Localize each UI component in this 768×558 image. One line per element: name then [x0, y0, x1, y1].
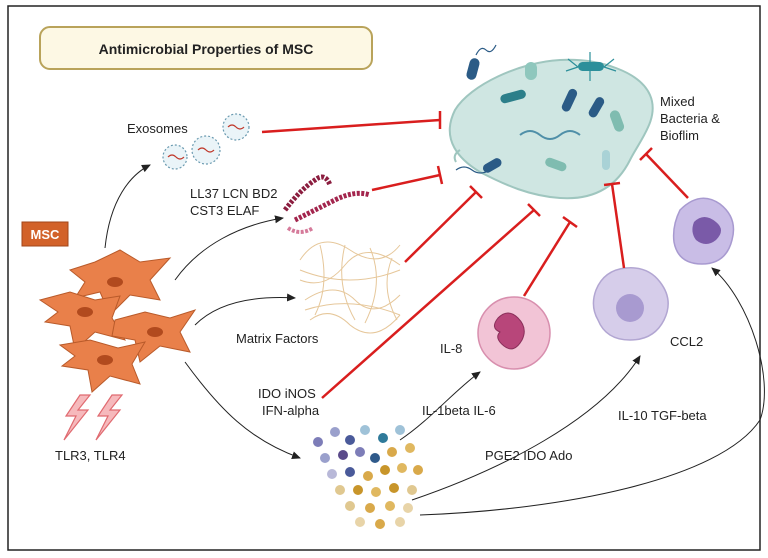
peptides-icon	[283, 174, 371, 234]
inhibit-ido	[321, 209, 535, 399]
arrow-to-exosomes	[104, 164, 151, 249]
ccl2-label: CCL2	[670, 334, 703, 349]
macrophage-cell	[672, 197, 735, 265]
matrix-label: Matrix Factors	[236, 331, 319, 346]
il1-label: IL-1beta IL-6	[422, 403, 496, 418]
peptides-label-line1: LL37 LCN BD2	[190, 186, 277, 201]
inhibit-macrophage	[645, 153, 689, 199]
msc-badge-text: MSC	[31, 227, 61, 242]
title-text: Antimicrobial Properties of MSC	[99, 41, 314, 57]
il10-label: IL-10 TGF-beta	[618, 408, 707, 423]
inhibit-peptides	[371, 173, 441, 192]
arrow-to-monocyte	[411, 355, 641, 501]
matrix-fiber-icon	[299, 241, 401, 334]
inhibit-neutrophil	[522, 221, 572, 297]
arrow-to-dots	[184, 361, 301, 460]
ido-label-line2: IFN-alpha	[262, 403, 320, 418]
bacteria-label-line1: Mixed	[660, 94, 695, 109]
arrow-to-neutrophil	[399, 371, 481, 441]
pge2-label: PGE2 IDO Ado	[485, 448, 572, 463]
inhibit-monocyte	[610, 183, 626, 269]
inhibition-lines	[261, 111, 689, 399]
tlr-label: TLR3, TLR4	[55, 448, 126, 463]
inhibit-matrix	[404, 191, 477, 263]
monocyte-cell	[592, 267, 669, 341]
biofilm-cluster	[448, 44, 654, 200]
arrow-to-matrix	[194, 293, 296, 326]
exosomes-label: Exosomes	[127, 121, 188, 136]
neutrophil-cell	[477, 296, 551, 370]
ido-label-line1: IDO iNOS	[258, 386, 316, 401]
tlr-lightning-icon	[63, 394, 124, 441]
activation-arrows	[104, 164, 765, 516]
bacteria-label-line3: Bioflim	[660, 128, 699, 143]
title-box: Antimicrobial Properties of MSC	[39, 26, 373, 70]
il8-label: IL-8	[440, 341, 462, 356]
inhibit-exosomes	[261, 118, 441, 134]
msc-badge: MSC	[21, 221, 69, 247]
arrow-to-peptides	[174, 215, 284, 281]
secreted-factor-dots	[313, 425, 423, 529]
arrow-to-macrophage	[419, 267, 765, 516]
peptides-label-line2: CST3 ELAF	[190, 203, 259, 218]
msc-cells	[38, 249, 197, 393]
bacteria-label-line2: Bacteria &	[660, 111, 720, 126]
